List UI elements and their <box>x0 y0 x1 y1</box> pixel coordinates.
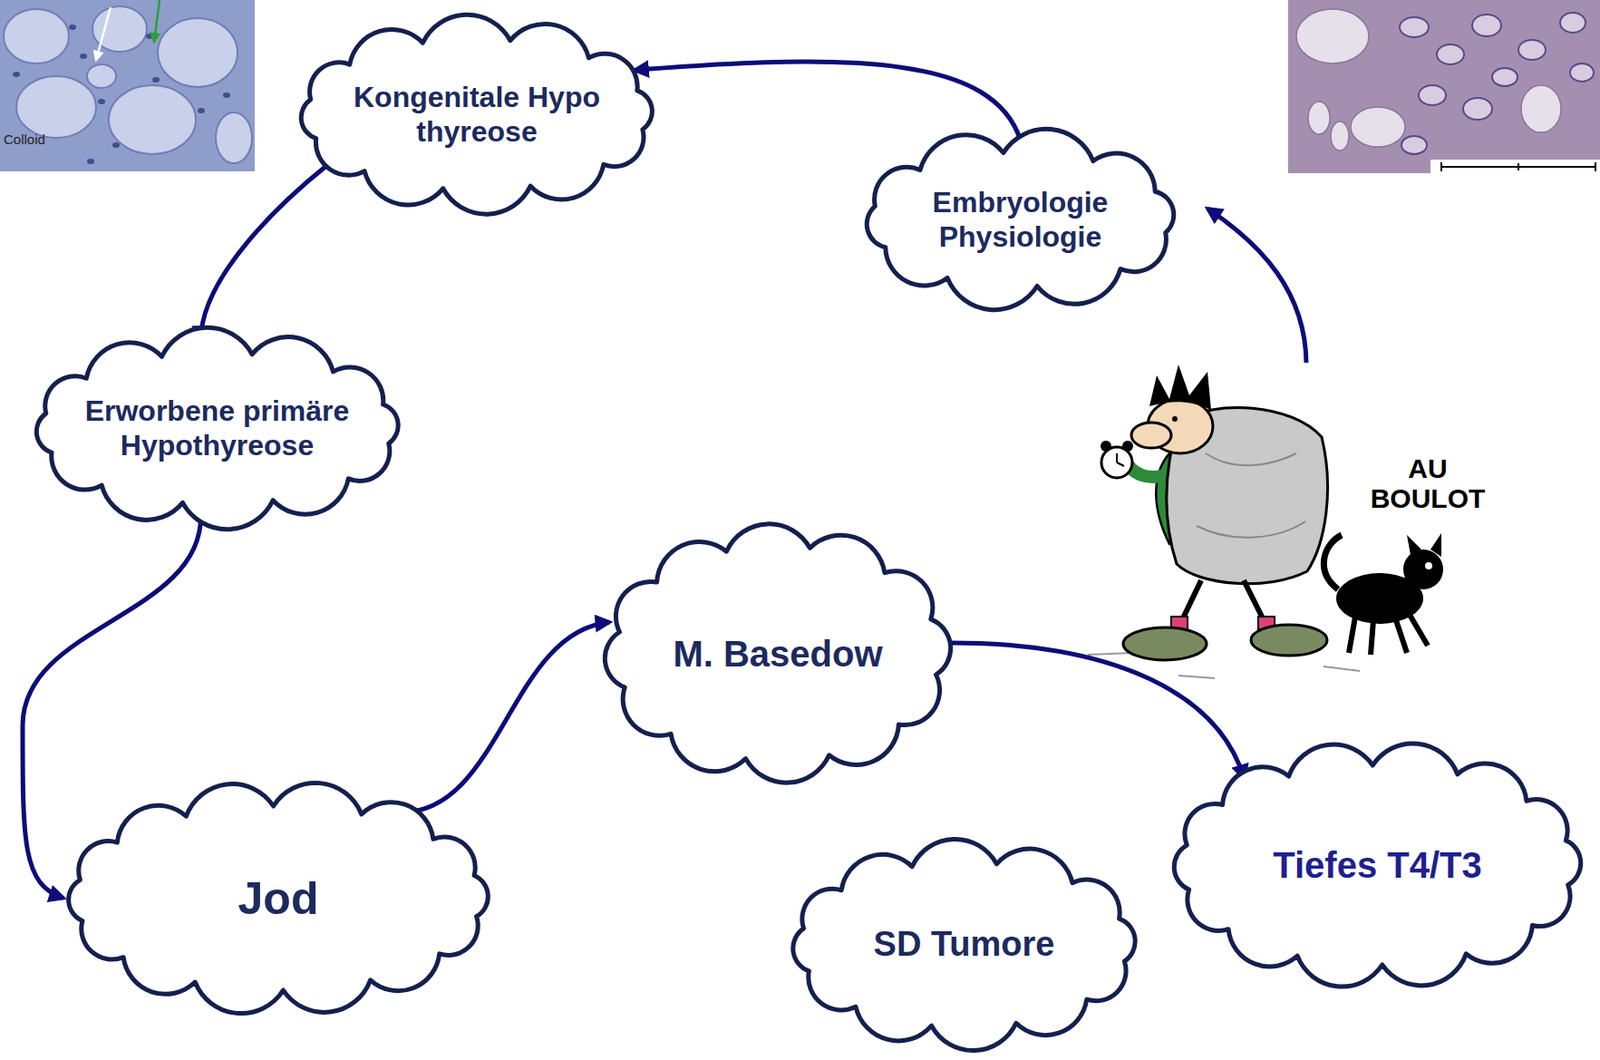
node-text: Jod <box>187 871 369 926</box>
nucleus <box>79 53 88 59</box>
cartoon-figure <box>1087 208 1444 679</box>
nucleus <box>1518 39 1546 60</box>
nucleus <box>12 71 20 78</box>
cloud-node: Jod <box>56 785 501 1010</box>
node-label: Jod <box>187 871 369 926</box>
nucleus <box>112 142 120 148</box>
node-text: M. Basedow <box>641 631 914 676</box>
alarm-bell <box>1122 440 1134 452</box>
nucleus <box>1492 67 1518 87</box>
cartoon-arrow <box>1207 208 1307 363</box>
nucleus <box>97 98 106 105</box>
shoe <box>1123 627 1207 660</box>
nucleus <box>197 107 205 114</box>
pointer-arrow <box>96 7 111 60</box>
flow-arrow <box>401 621 611 813</box>
node-text: SD Tumore <box>828 923 1101 966</box>
cloud-outline <box>852 132 1189 307</box>
nucleus <box>1418 85 1446 106</box>
cloud-shape <box>68 782 489 1013</box>
cloud-node: SD Tumore <box>780 842 1148 1048</box>
flow-arrow <box>201 164 329 340</box>
alarm-bell <box>1100 440 1112 452</box>
histology-micrograph <box>1288 0 1600 174</box>
micrograph-ground <box>0 0 255 172</box>
node-label: Kongenitale Hypo thyreose <box>340 79 613 150</box>
nucleus <box>68 24 77 30</box>
node-text: Kongenitale Hypo thyreose <box>340 79 613 150</box>
eye <box>1172 416 1178 422</box>
micrograph-ground <box>1288 0 1600 174</box>
node-text: Erworbene primäre Hypothyreose <box>76 393 358 464</box>
nucleus <box>145 33 154 39</box>
pillow-folds <box>1196 453 1306 538</box>
node-label: Erworbene primäre Hypothyreose <box>76 393 358 464</box>
cat-head <box>1403 549 1444 590</box>
follicle <box>157 18 238 88</box>
follicle <box>3 9 69 64</box>
follicle <box>215 112 253 164</box>
nucleus <box>1560 12 1586 33</box>
cat-eye <box>1425 562 1433 570</box>
node-label: Embryologie Physiologie <box>916 184 1125 255</box>
motion-lines <box>1087 652 1360 679</box>
cloud-shape <box>604 523 951 783</box>
nucleus <box>1472 14 1502 37</box>
cloud-shape <box>36 327 398 529</box>
follicle <box>16 76 97 138</box>
cloud-shape <box>793 838 1135 1050</box>
follicle <box>87 64 117 88</box>
nucleus <box>223 92 231 98</box>
colloid-area <box>1350 106 1406 147</box>
nucleus <box>1399 17 1429 38</box>
node-text: Tiefes T4/T3 <box>1232 843 1523 887</box>
hair <box>1149 364 1212 410</box>
pointer-arrow <box>154 0 160 42</box>
cloud-shape <box>300 14 652 214</box>
cloud-node: Embryologie Physiologie <box>852 132 1189 307</box>
node-label: Tiefes T4/T3 <box>1232 843 1523 887</box>
colloid-area <box>1330 121 1349 151</box>
legs <box>1180 580 1266 624</box>
colloid-area <box>1308 101 1330 135</box>
cloud-outline <box>287 19 667 211</box>
clock-hands <box>1116 453 1125 466</box>
node-label: SD Tumore <box>828 923 1101 966</box>
cloud-outline <box>22 332 413 524</box>
scale-bar-ground <box>1430 159 1600 174</box>
cat-tail <box>1323 534 1342 590</box>
nucleus <box>1401 135 1427 155</box>
colloid-area <box>1521 85 1562 133</box>
cloud-shape <box>1173 743 1581 987</box>
cloud-shape <box>866 128 1174 310</box>
flow-arrow <box>950 642 1244 779</box>
thyroid-micrograph <box>0 0 255 172</box>
alarm-clock <box>1101 446 1133 478</box>
cloud-node: Erworbene primäre Hypothyreose <box>22 332 413 524</box>
scale-bar <box>1441 162 1596 172</box>
nucleus <box>87 158 95 165</box>
nucleus <box>152 77 160 83</box>
node-text: Embryologie Physiologie <box>916 184 1125 255</box>
nose <box>1131 422 1172 448</box>
node-label: M. Basedow <box>641 631 914 676</box>
follicle <box>108 85 196 155</box>
nucleus <box>1570 63 1594 82</box>
nucleus <box>1463 97 1493 120</box>
cat-legs <box>1348 614 1428 655</box>
cloud-node: Tiefes T4/T3 <box>1163 745 1592 985</box>
shoe <box>1250 624 1328 656</box>
cloud-node: Kongenitale Hypo thyreose <box>287 19 667 211</box>
cloud-node: M. Basedow <box>596 525 960 781</box>
micrograph-label: Colloid <box>3 132 77 148</box>
cat-ears <box>1406 533 1442 557</box>
colloid-area <box>1296 9 1369 64</box>
cartoon-caption: AU BOULOT <box>1364 453 1492 514</box>
flow-arrow <box>634 61 1021 140</box>
nucleus <box>1436 44 1465 65</box>
